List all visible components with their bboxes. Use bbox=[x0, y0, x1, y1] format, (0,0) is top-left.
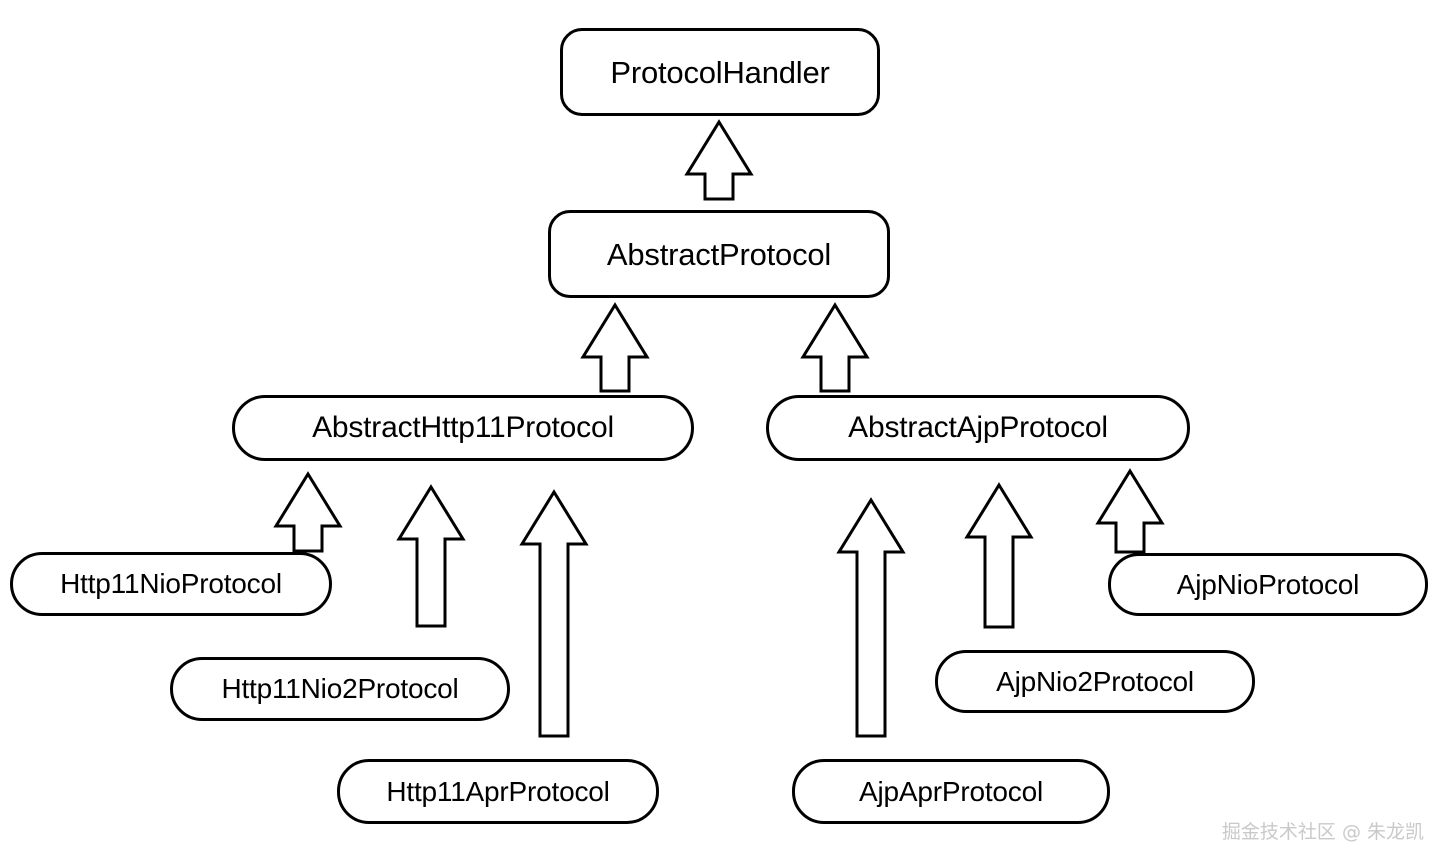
class-node-abstract-protocol[interactable]: AbstractProtocol bbox=[548, 210, 890, 298]
class-node-label: ProtocolHandler bbox=[610, 54, 830, 90]
class-node-abstract-http11-protocol[interactable]: AbstractHttp11Protocol bbox=[232, 395, 694, 461]
inheritance-arrow-http11-nio2-protocol-to-abstract-http11-protocol bbox=[396, 484, 466, 628]
class-node-label: AbstractProtocol bbox=[606, 236, 832, 272]
watermark-text: 掘金技术社区 @ 朱龙凯 bbox=[1221, 821, 1424, 843]
class-node-ajp-nio2-protocol[interactable]: AjpNio2Protocol bbox=[935, 650, 1255, 713]
class-node-label: AjpAprProtocol bbox=[859, 775, 1043, 807]
inheritance-arrow-ajp-apr-protocol-to-abstract-ajp-protocol bbox=[836, 497, 906, 738]
class-node-label: AjpNioProtocol bbox=[1176, 568, 1360, 600]
class-node-ajp-apr-protocol[interactable]: AjpAprProtocol bbox=[792, 759, 1110, 824]
class-node-protocol-handler[interactable]: ProtocolHandler bbox=[560, 28, 880, 116]
class-node-label: AbstractHttp11Protocol bbox=[312, 411, 614, 444]
class-node-label: Http11Nio2Protocol bbox=[221, 673, 459, 704]
inheritance-arrow-http11-nio-protocol-to-abstract-http11-protocol bbox=[273, 471, 343, 553]
class-node-http11-nio-protocol[interactable]: Http11NioProtocol bbox=[10, 552, 332, 616]
class-node-label: Http11AprProtocol bbox=[386, 775, 610, 807]
class-node-http11-nio2-protocol[interactable]: Http11Nio2Protocol bbox=[170, 657, 510, 721]
class-node-label: AjpNio2Protocol bbox=[996, 665, 1194, 697]
inheritance-arrow-ajp-nio-protocol-to-abstract-ajp-protocol bbox=[1095, 468, 1165, 554]
class-node-ajp-nio-protocol[interactable]: AjpNioProtocol bbox=[1108, 553, 1428, 616]
inheritance-arrow-http11-apr-protocol-to-abstract-http11-protocol bbox=[519, 489, 589, 738]
class-node-label: AbstractAjpProtocol bbox=[848, 411, 1108, 444]
class-node-http11-apr-protocol[interactable]: Http11AprProtocol bbox=[337, 759, 659, 824]
inheritance-arrow-ajp-nio2-protocol-to-abstract-ajp-protocol bbox=[964, 482, 1034, 629]
class-node-label: Http11NioProtocol bbox=[60, 568, 282, 599]
inheritance-arrow-abstract-ajp-protocol-to-abstract-protocol bbox=[800, 302, 870, 393]
class-node-abstract-ajp-protocol[interactable]: AbstractAjpProtocol bbox=[766, 395, 1190, 461]
inheritance-arrow-abstract-protocol-to-protocol-handler bbox=[684, 119, 754, 201]
inheritance-arrow-abstract-http11-protocol-to-abstract-protocol bbox=[580, 302, 650, 393]
